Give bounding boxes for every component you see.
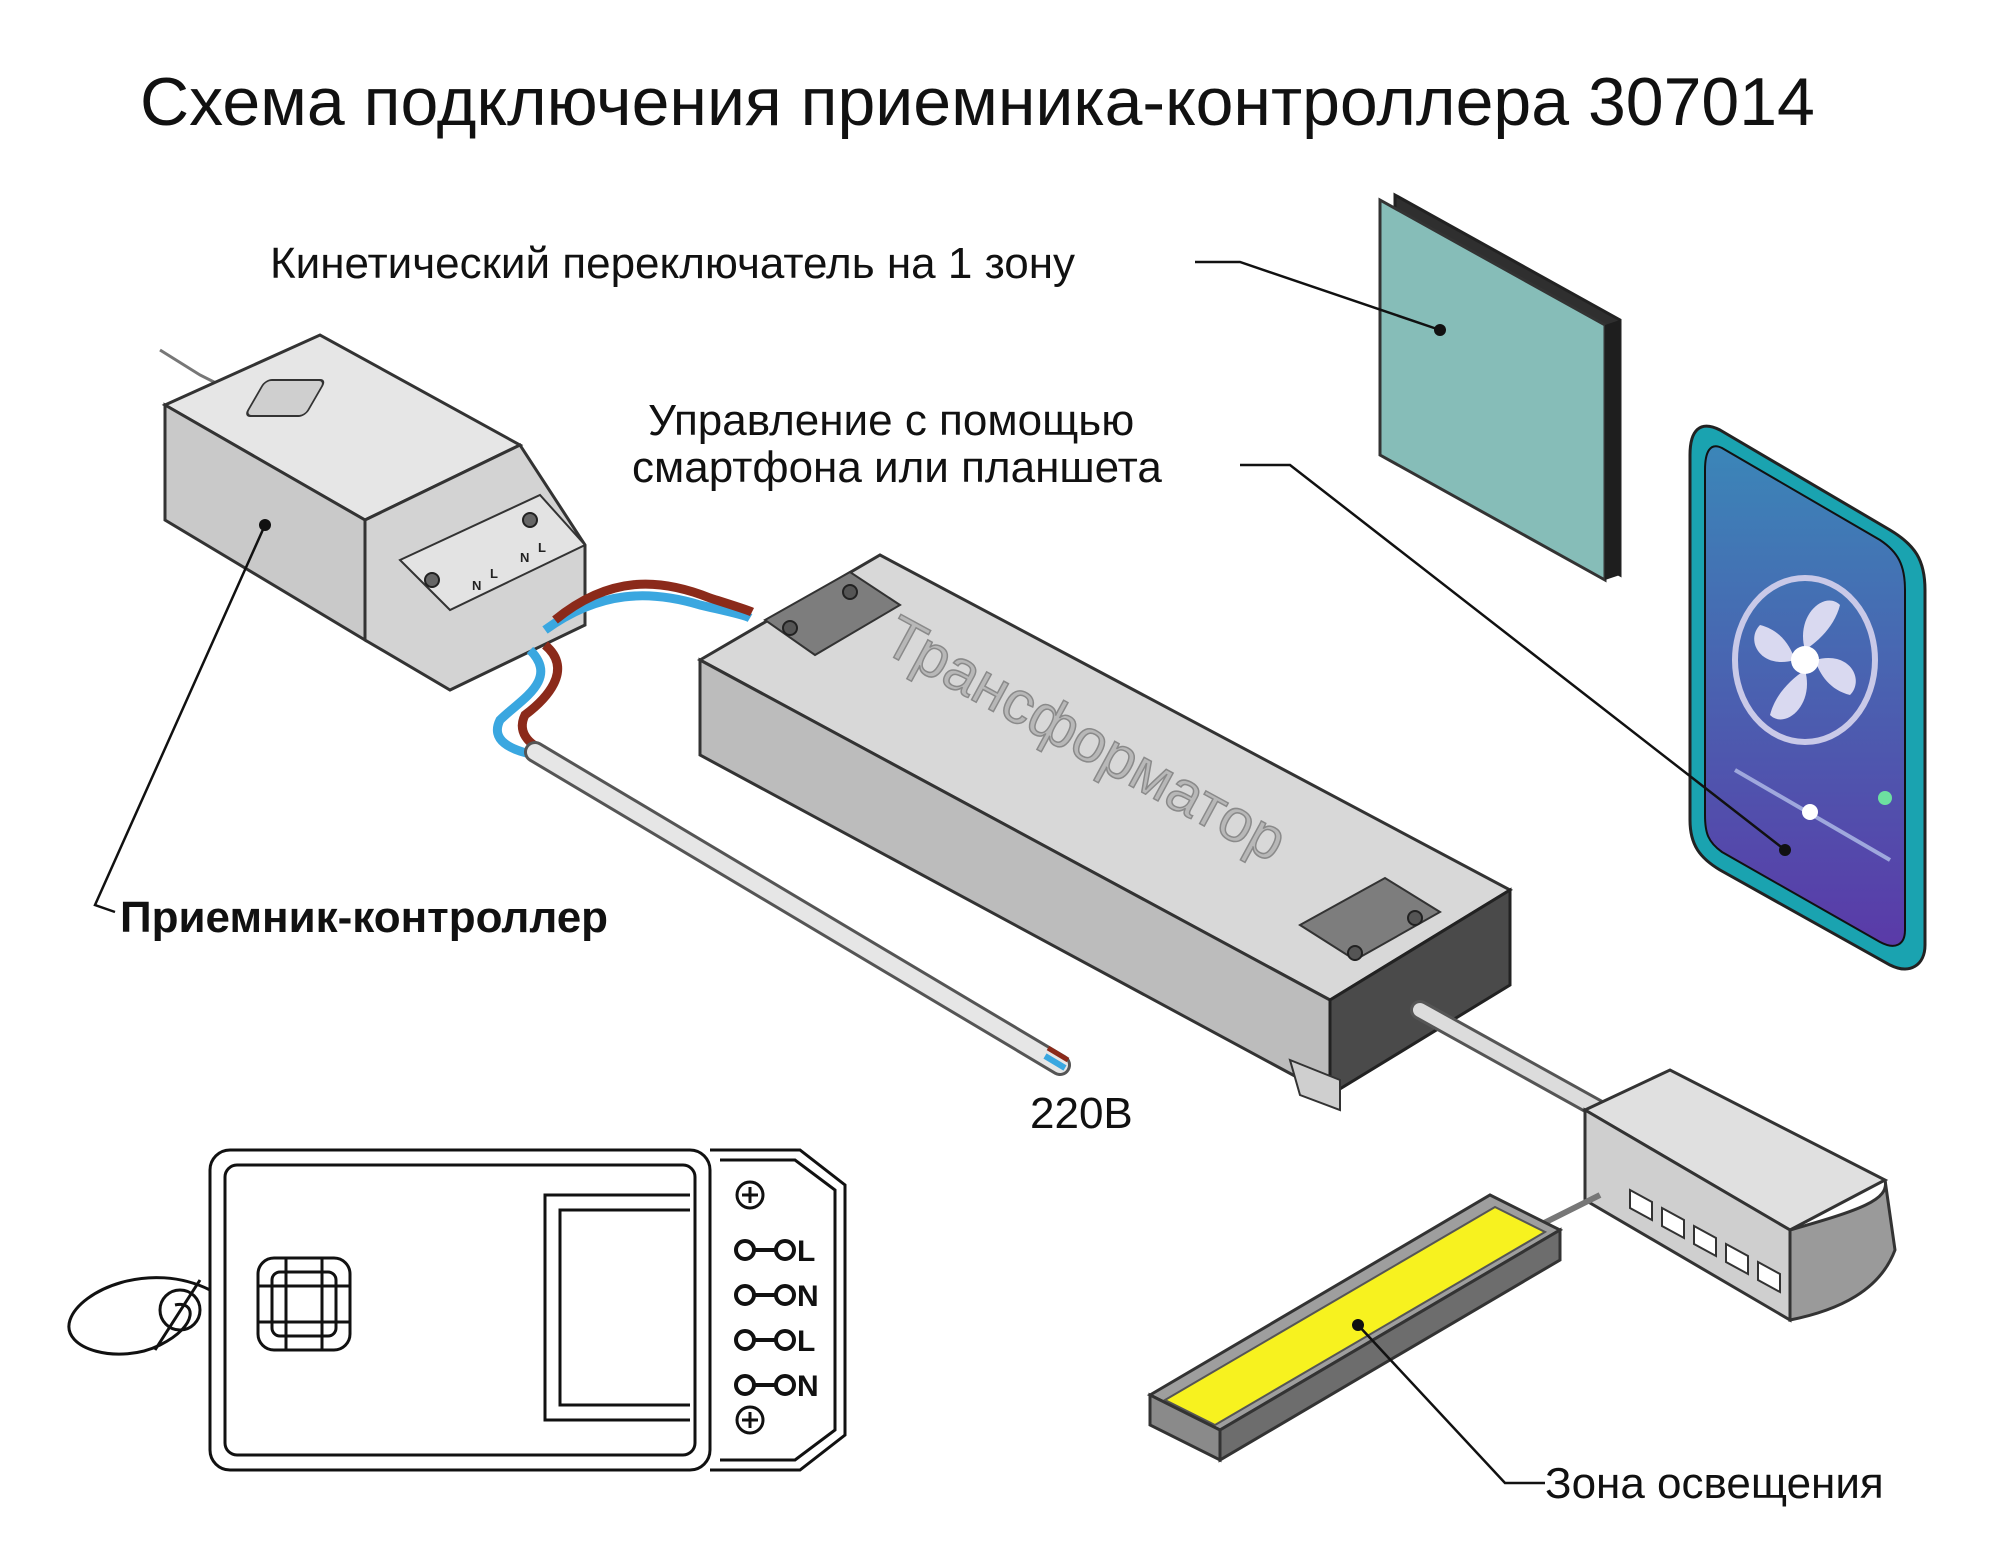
terminal-letter: N xyxy=(797,1370,819,1403)
distribution-hub xyxy=(1581,1068,1897,1323)
wires-to-mains xyxy=(493,641,1071,1076)
led-strip-profile xyxy=(1146,1193,1564,1463)
hub-port xyxy=(1693,1224,1717,1258)
screw-icon xyxy=(1407,910,1423,926)
terminal-row: L xyxy=(734,1325,815,1358)
cable-to-hub xyxy=(1410,1000,1610,1120)
leader-dots xyxy=(259,324,1791,1331)
fan-icon xyxy=(1732,575,1878,745)
terminal-row: L xyxy=(734,1235,815,1268)
terminal-letter: N xyxy=(797,1280,819,1313)
ground-icon xyxy=(735,1180,765,1210)
diagram-title: Схема подключения приемника-контроллера … xyxy=(140,64,1815,140)
hub-port xyxy=(1629,1188,1653,1222)
voltage-label: 220В xyxy=(1030,1089,1133,1138)
led-strip-light xyxy=(1162,1205,1548,1427)
smartphone-label-line2: смартфона или планшета xyxy=(632,443,1162,492)
hub-port xyxy=(1725,1242,1749,1276)
receiver-controller-device: L N L N xyxy=(159,333,587,692)
screw-icon xyxy=(424,572,440,588)
switch-label: Кинетический переключатель на 1 зону xyxy=(270,239,1075,288)
wires-to-transformer xyxy=(542,579,755,634)
receiver-label: Приемник-контроллер xyxy=(120,893,608,942)
ground-icon xyxy=(735,1405,765,1435)
lighting-zone-label: Зона освещения xyxy=(1545,1459,1884,1508)
terminal-row: N xyxy=(734,1280,819,1313)
transformer-device: Трансформатор xyxy=(696,553,1514,1112)
screw-icon xyxy=(782,620,798,636)
terminal-label: L xyxy=(538,540,546,555)
strip-connector-cable xyxy=(1538,1192,1602,1228)
hub-port xyxy=(1661,1206,1685,1240)
terminal-row: N xyxy=(734,1370,819,1403)
screw-icon xyxy=(1347,945,1363,961)
leader-lines xyxy=(93,260,1786,1485)
screw-icon xyxy=(522,512,538,528)
terminal-label: N xyxy=(520,550,529,565)
smartphone-device xyxy=(1688,424,1927,971)
terminal-letter: L xyxy=(797,1325,815,1358)
screw-icon xyxy=(842,584,858,600)
receiver-line-drawing xyxy=(67,1148,847,1472)
kinetic-switch-device xyxy=(1378,192,1622,583)
terminal-label: N xyxy=(472,578,481,593)
terminal-letter: L xyxy=(797,1235,815,1268)
terminal-label: L xyxy=(490,566,498,581)
hub-port xyxy=(1757,1260,1781,1294)
smartphone-label-line1: Управление с помощью xyxy=(648,396,1134,445)
